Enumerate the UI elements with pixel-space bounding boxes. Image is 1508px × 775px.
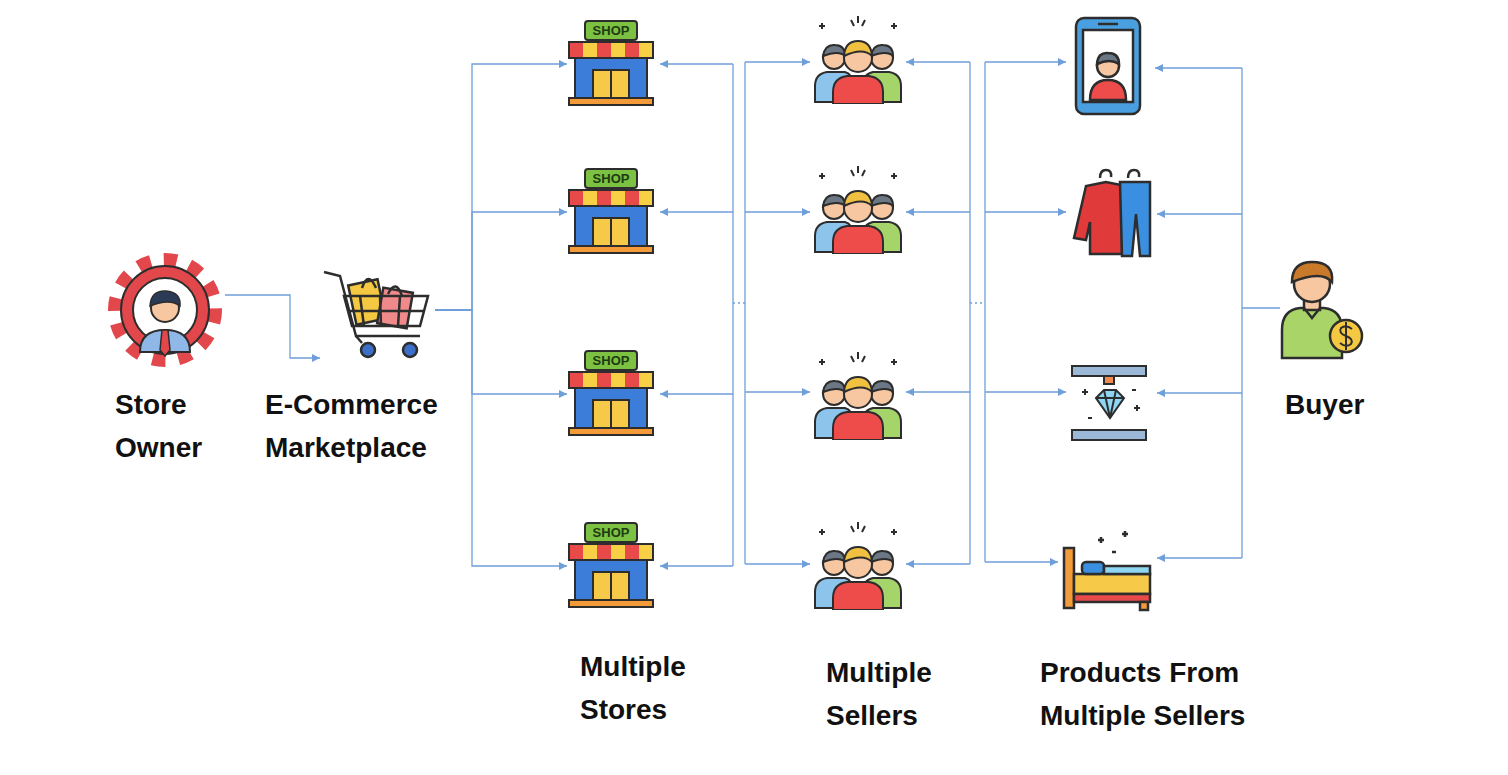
caption-label: Store Owner (115, 383, 240, 469)
store-owner-node: Store Owner (105, 255, 225, 365)
flow-connector (435, 310, 567, 394)
shop-node: SHOP (567, 168, 655, 256)
phone-icon (1076, 18, 1140, 114)
caption-label: Multiple Sellers (826, 651, 976, 737)
shop-node: SHOP (567, 350, 655, 438)
buyer-node: Buyer (1280, 262, 1365, 362)
shop-sign-text: SHOP (567, 352, 655, 370)
flow-connector (225, 295, 320, 358)
shop-sign-text: SHOP (567, 524, 655, 542)
caption-label: Buyer (1285, 383, 1415, 426)
seller-group (815, 16, 901, 610)
cart-icon (324, 272, 428, 357)
marketplace-node: E-Commerce Marketplace (320, 262, 435, 362)
caption-label: E-Commerce Marketplace (265, 383, 470, 469)
shop-sign-text: SHOP (567, 22, 655, 40)
flow-connector (435, 64, 567, 310)
store-owner-icon (115, 260, 215, 360)
clothes-icon (1074, 170, 1150, 256)
caption-label: Products From Multiple Sellers (1040, 651, 1300, 737)
flow-connector (435, 310, 567, 566)
flow-connector (435, 212, 567, 310)
bed-icon (1064, 531, 1150, 610)
wiring (660, 62, 1280, 566)
buyer-icon (1282, 262, 1362, 358)
shop-sign-text: SHOP (567, 170, 655, 188)
shop-node: SHOP (567, 20, 655, 108)
shop-node: SHOP (567, 522, 655, 610)
diamond-icon (1072, 366, 1146, 440)
caption-label: Multiple Stores (580, 645, 740, 731)
